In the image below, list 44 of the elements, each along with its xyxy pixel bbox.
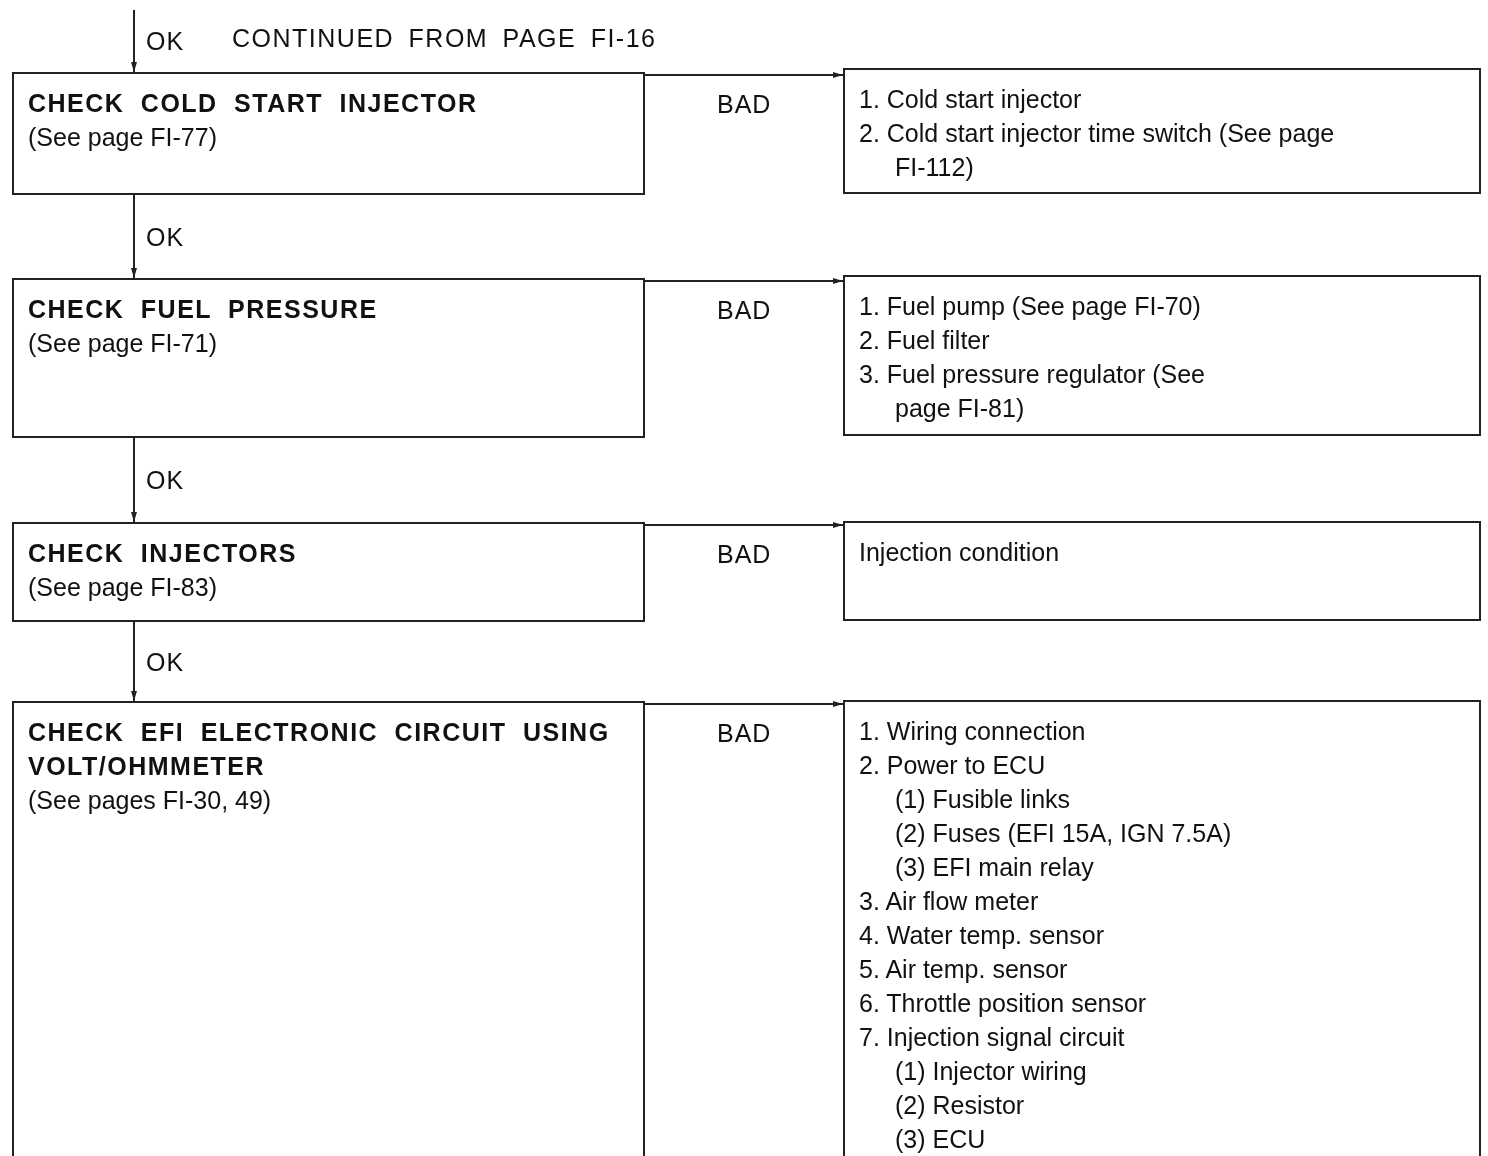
page-reference: (See page FI-71) (28, 328, 217, 359)
cause-item: 5. Air temp. sensor (859, 954, 1068, 985)
arrow (131, 437, 137, 523)
cause-item: 4. Water temp. sensor (859, 920, 1104, 951)
page-reference: (See page FI-83) (28, 572, 217, 603)
cause-item: 2. Fuel filter (859, 325, 990, 356)
arrow (131, 621, 137, 702)
cause-item: (2) Fuses (EFI 15A, IGN 7.5A) (895, 818, 1232, 849)
cause-item: 1. Fuel pump (See page FI-70) (859, 291, 1201, 322)
arrow (131, 194, 137, 279)
cause-item: 1. Cold start injector (859, 84, 1082, 115)
cause-list-box (843, 275, 1481, 436)
check-step-box (12, 72, 645, 195)
cause-item: 1. Wiring connection (859, 716, 1086, 747)
arrow (644, 278, 844, 284)
cause-item: 6. Throttle position sensor (859, 988, 1147, 1019)
cause-item: (1) Fusible links (895, 784, 1071, 815)
check-step-box (12, 278, 645, 438)
step-title: CHECK INJECTORS (28, 538, 297, 569)
cause-item: 2. Power to ECU (859, 750, 1046, 781)
cause-item: (2) Resistor (895, 1090, 1025, 1121)
page-reference: (See pages FI-30, 49) (28, 785, 272, 816)
cause-item: (3) EFI main relay (895, 852, 1094, 883)
arrow (644, 522, 844, 528)
page-reference: (See page FI-77) (28, 122, 217, 153)
cause-item: 2. Cold start injector time switch (See page FI-112) (859, 118, 1336, 183)
cause-list-box (843, 521, 1481, 621)
cause-item: 3. Air flow meter (859, 886, 1039, 917)
cause-item: (3) ECU (895, 1124, 986, 1155)
check-step-box (12, 701, 645, 1156)
arrow (644, 701, 844, 707)
check-step-box (12, 522, 645, 622)
cause-list-box (843, 68, 1481, 194)
continuation-note: CONTINUED FROM PAGE FI-16 (232, 24, 657, 53)
cause-item: Injection condition (859, 537, 1060, 568)
arrow (131, 9, 137, 73)
cause-item: 7. Injection signal circuit (859, 1022, 1125, 1053)
cause-item: (1) Injector wiring (895, 1056, 1087, 1087)
step-title: CHECK FUEL PRESSURE (28, 294, 378, 325)
cause-item: 3. Fuel pressure regulator (See page FI-81) (859, 359, 1206, 424)
arrow (644, 72, 844, 78)
step-title: CHECK COLD START INJECTOR (28, 88, 478, 119)
cause-list-box (843, 700, 1481, 1156)
step-title: CHECK EFI ELECTRONIC CIRCUIT USING VOLT/OHMMETER (28, 717, 611, 782)
